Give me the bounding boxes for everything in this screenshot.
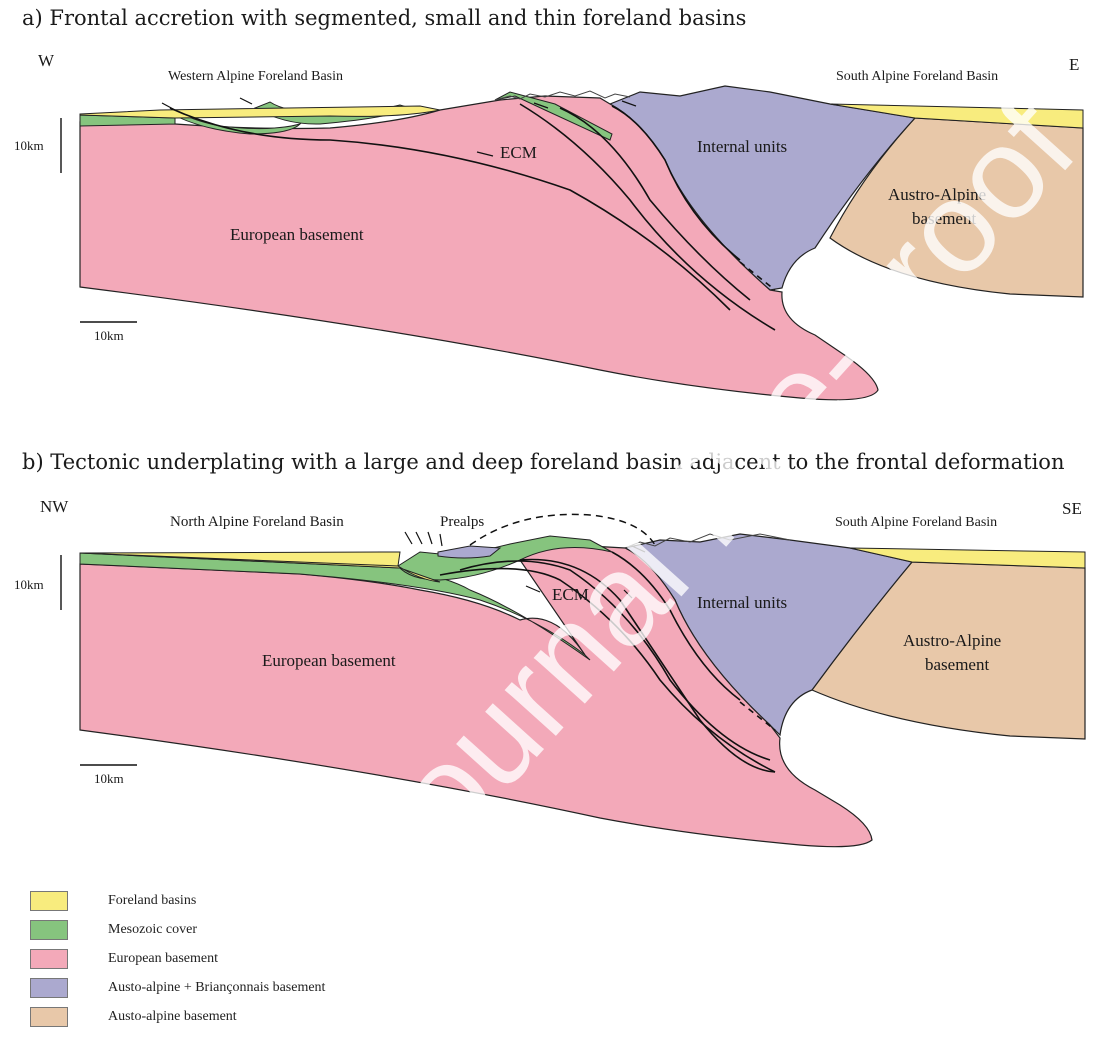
legend-label: Austo-alpine + Briançonnais basement <box>108 980 325 996</box>
legend-item: Foreland basins <box>30 886 325 915</box>
panel-a-austro-label-2: basement <box>912 209 976 228</box>
legend: Foreland basins Mesozoic cover European … <box>30 886 325 1031</box>
panel-a-internal-units-label: Internal units <box>697 137 787 156</box>
legend-label: Austo-alpine basement <box>108 1009 237 1025</box>
panel-a-austro-label-1: Austro-Alpine <box>888 185 986 204</box>
legend-label: Mesozoic cover <box>108 922 197 938</box>
panel-b-austro-label-1: Austro-Alpine <box>903 631 1001 650</box>
panel-a-hscale-label: 10km <box>94 328 124 343</box>
legend-swatch <box>30 920 68 940</box>
panel-a-ecm-label: ECM <box>500 143 537 162</box>
legend-swatch <box>30 949 68 969</box>
legend-label: Foreland basins <box>108 893 196 909</box>
panel-b-basin-left: North Alpine Foreland Basin <box>170 514 344 530</box>
panel-b-ecm-label: ECM <box>552 585 589 604</box>
legend-label: European basement <box>108 951 218 967</box>
legend-swatch <box>30 891 68 911</box>
legend-item: Austo-alpine basement <box>30 1002 325 1031</box>
panel-a-dir-right: E <box>1069 55 1079 74</box>
panel-b-austro-label-2: basement <box>925 655 989 674</box>
panel-b-basin-right: South Alpine Foreland Basin <box>835 515 997 530</box>
panel-a-basin-left: Western Alpine Foreland Basin <box>168 69 343 84</box>
panel-b-dir-right: SE <box>1062 499 1082 518</box>
panel-b-prealps-label: Prealps <box>440 514 484 530</box>
panel-a-vscale-label: 10km <box>14 138 44 153</box>
panel-a-european-label: European basement <box>230 225 364 244</box>
legend-item: Mesozoic cover <box>30 915 325 944</box>
legend-swatch <box>30 1007 68 1027</box>
legend-swatch <box>30 978 68 998</box>
legend-item: Austo-alpine + Briançonnais basement <box>30 973 325 1002</box>
panel-b-section <box>80 514 1085 846</box>
panel-a-basin-right: South Alpine Foreland Basin <box>836 69 998 84</box>
panel-b-hscale-label: 10km <box>94 771 124 786</box>
panel-b-vscale-label: 10km <box>14 577 44 592</box>
panel-b-dir-left: NW <box>40 497 69 516</box>
panel-b-european-label: European basement <box>262 651 396 670</box>
legend-item: European basement <box>30 944 325 973</box>
panel-b-internal-units-label: Internal units <box>697 593 787 612</box>
panel-a-dir-left: W <box>38 51 55 70</box>
